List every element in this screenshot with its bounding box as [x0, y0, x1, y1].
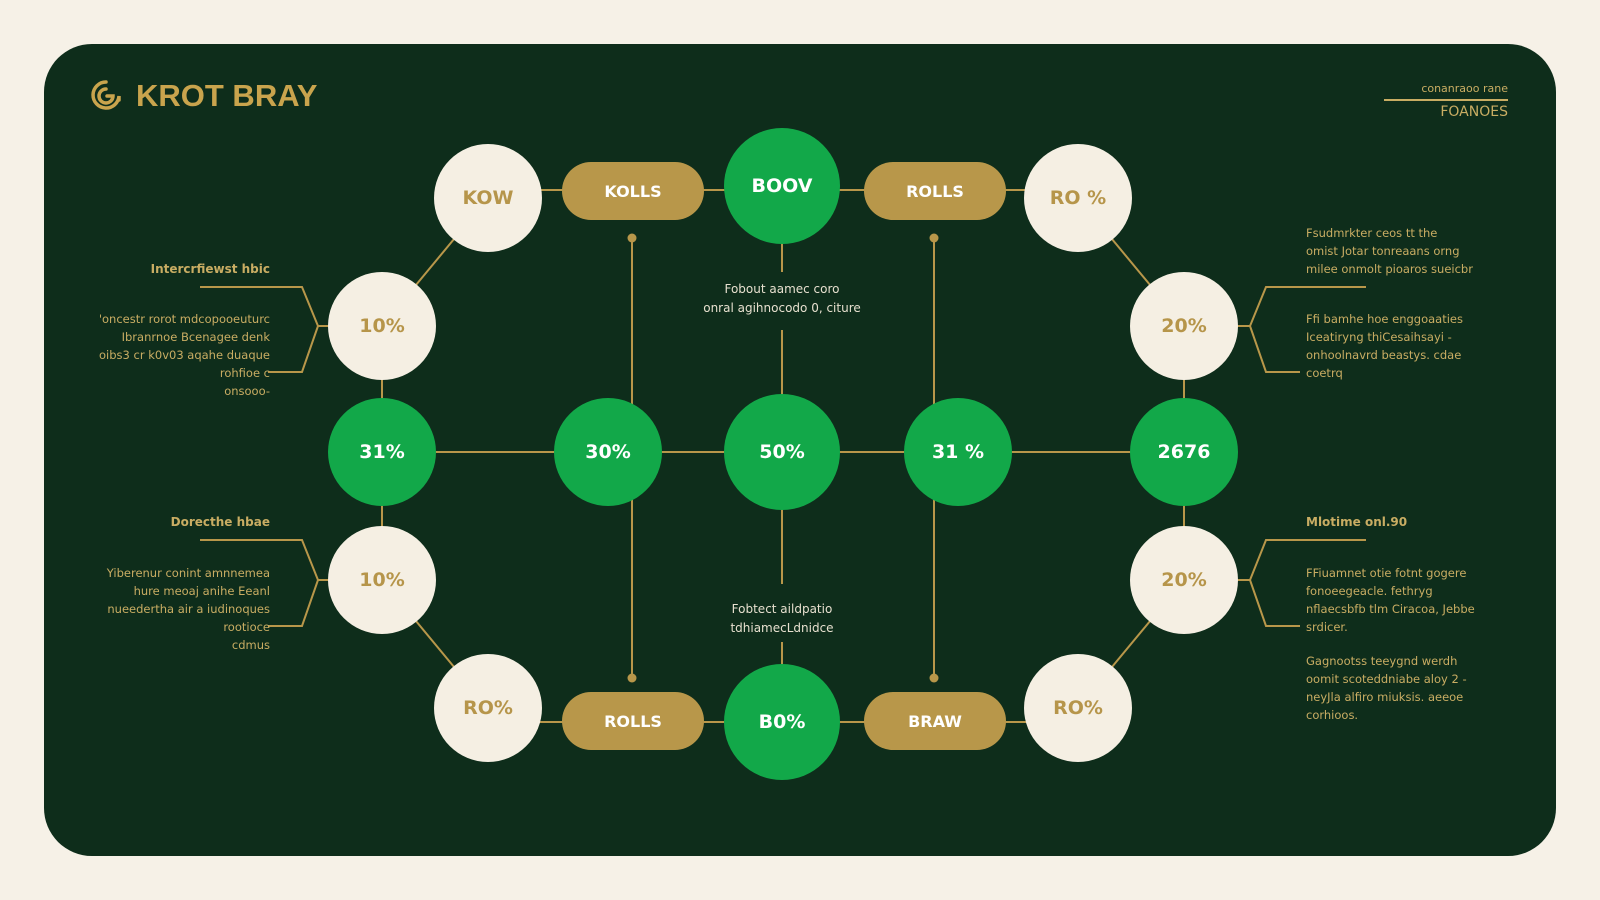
brand: KROT BRAY — [90, 78, 317, 114]
annotation-left-bottom-text: Yiberenur conint amnnemea hure meoaj ani… — [106, 566, 270, 652]
node-top-left: KOW — [434, 144, 542, 252]
connector-dot — [929, 233, 939, 243]
annotation-right-mid-text: Ffi bamhe hoe enggoaaties Iceatiryng thi… — [1306, 312, 1464, 380]
node-bottom-left: RO% — [434, 654, 542, 762]
node-mid-center: 50% — [724, 394, 840, 510]
annotation-right-bottom-heading: Mlotime onl.90 — [1306, 515, 1408, 529]
annotation-left-top-heading: Intercrfiewst hbic — [150, 262, 270, 276]
pill-bottom-right: BRAW — [864, 692, 1006, 750]
annotation-right-bottom-text: FFiuamnet otie fotnt gogere fonoeegeacle… — [1306, 566, 1475, 634]
legend-line — [1384, 99, 1508, 101]
connector-dot — [929, 673, 939, 683]
annotation-center-bottom: Fobtect aildpatio tdhiamecLdnidce — [730, 602, 834, 635]
node-bottom-center: B0% — [724, 664, 840, 780]
node-mid-right: 31 % — [904, 398, 1012, 506]
brand-name: KROT BRAY — [136, 78, 318, 113]
annotation-right-bottom-text-2: Gagnootss teeygnd werdh oomit scoteddnia… — [1306, 654, 1467, 722]
legend-caption: conanraoo rane — [1421, 82, 1508, 95]
node-mid-far-left: 31% — [328, 398, 436, 506]
annotation-center-top: Fobout aamec coro onral agihnocodo 0, ci… — [703, 282, 861, 315]
node-bottom-right: RO% — [1024, 654, 1132, 762]
spiral-logo-icon — [91, 80, 121, 110]
pill-bottom-left: ROLLS — [562, 692, 704, 750]
node-lower-left: 10% — [328, 526, 436, 634]
connector-dot — [627, 233, 637, 243]
node-top-right: RO % — [1024, 144, 1132, 252]
node-upper-right: 20% — [1130, 272, 1238, 380]
node-top-center: BOOV — [724, 128, 840, 244]
annotation-left-top-text: 'oncestr rorot mdcopooeuturc Ibranrnoe B… — [98, 312, 270, 398]
node-upper-left: 10% — [328, 272, 436, 380]
connector-dot — [627, 673, 637, 683]
pill-top-left: KOLLS — [562, 162, 704, 220]
annotation-left-bottom-heading: Dorecthe hbae — [170, 515, 270, 529]
node-mid-far-right: 2676 — [1130, 398, 1238, 506]
node-mid-left: 30% — [554, 398, 662, 506]
annotation-right-top-text: Fsudmrkter ceos tt the omist Jotar tonre… — [1306, 226, 1473, 276]
node-lower-right: 20% — [1130, 526, 1238, 634]
pill-top-right: ROLLS — [864, 162, 1006, 220]
legend-title: FOANOES — [1440, 104, 1508, 120]
